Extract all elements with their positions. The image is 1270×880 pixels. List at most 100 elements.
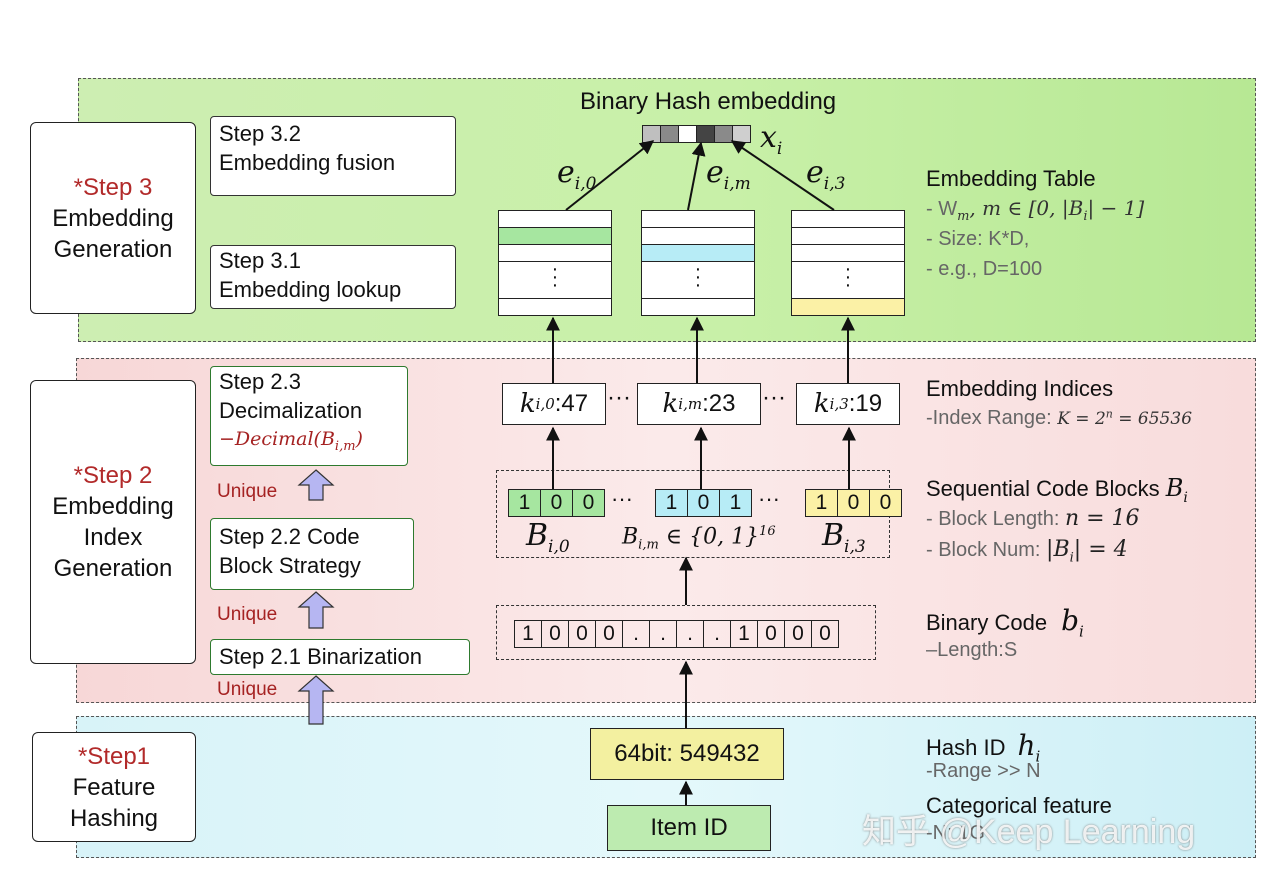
binary-code-region xyxy=(496,605,876,660)
table-row xyxy=(499,245,611,262)
block-label-3: Bi,3 xyxy=(822,518,866,557)
xi-label: xi xyxy=(760,120,782,159)
emb-l1-end: | − 1] xyxy=(1087,196,1145,220)
code-blocks-title-text: Sequential Code Blocks xyxy=(926,476,1166,501)
block-length: - Block Length: n = 16 xyxy=(926,506,1140,531)
bit: 0 xyxy=(838,490,870,516)
arrow-e0 xyxy=(565,140,655,211)
decimal-formula: −Decimal(Bi,m) xyxy=(219,425,399,461)
edge-e3-sub: i,3 xyxy=(823,174,846,194)
hash-vector-cell xyxy=(643,126,661,142)
code-blocks-title-math: B xyxy=(1165,474,1184,502)
index-range-sup: n xyxy=(1105,407,1113,421)
index-range-end: = 65536 xyxy=(1112,409,1193,429)
binary-digit: 0 xyxy=(758,621,785,647)
code-blocks-title-sub: i xyxy=(1183,489,1188,506)
decimal-formula-main: −Decimal(B xyxy=(219,428,335,450)
index-0-sub: i,0 xyxy=(535,395,555,413)
substep-2-3-line1: Step 2.3 xyxy=(219,369,301,394)
unique-up-arrow-icon xyxy=(297,591,335,629)
edge-e3-main: e xyxy=(806,155,824,190)
block-label-0: Bi,0 xyxy=(526,518,570,557)
unique-up-arrow-icon xyxy=(297,675,335,725)
bit: 1 xyxy=(806,490,838,516)
bit: 1 xyxy=(729,491,742,514)
block-ellipsis-1: ··· xyxy=(611,486,633,511)
binary-digit: . xyxy=(623,621,650,647)
binary-digit: . xyxy=(704,621,731,647)
item-id-box: Item ID xyxy=(607,805,771,851)
vertical-ellipsis-icon: ··· xyxy=(551,258,559,296)
embedding-table-m: ··· xyxy=(641,210,755,316)
index-range-label: -Index Range: xyxy=(926,407,1058,429)
substep-2-1-line1: Step 2.1 Binarization xyxy=(219,644,423,669)
emb-l1-rest: , m ∈ [0, |B xyxy=(969,196,1084,220)
block-label-m: Bi,m ∈ {0, 1}16 xyxy=(622,524,776,553)
step1-title: *Step1 xyxy=(77,742,151,770)
block-num: - Block Num: |Bi| = 4 xyxy=(926,537,1128,565)
substep-3-2: Step 3.2 Embedding fusion xyxy=(210,116,456,196)
index-m-sub: i,m xyxy=(678,395,703,413)
binary-digit: 0 xyxy=(596,621,623,647)
unique-up-arrow-icon xyxy=(297,469,335,501)
binary-digit: 0 xyxy=(569,621,596,647)
binary-digit: 0 xyxy=(785,621,812,647)
hash-id-math: h xyxy=(1017,729,1036,762)
binary-digit: . xyxy=(677,621,704,647)
step1-line1: Feature xyxy=(72,773,156,801)
index-3-k: k xyxy=(813,389,830,419)
step2-title: *Step 2 xyxy=(73,462,153,489)
table-row xyxy=(792,245,904,262)
decimal-formula-sub: i,m xyxy=(334,438,356,454)
block-length-label: - Block Length: xyxy=(926,508,1065,530)
index-0-value: :47 xyxy=(554,390,589,417)
hash-id-title-text: Hash ID xyxy=(926,735,1006,760)
substep-2-1: Step 2.1 Binarization xyxy=(210,639,470,675)
table-row xyxy=(792,211,904,228)
embedding-table-3: ··· xyxy=(791,210,905,316)
bit: 0 xyxy=(582,491,595,514)
substep-2-2-line1: Step 2.2 Code xyxy=(219,524,360,549)
table-row-highlight xyxy=(642,245,754,262)
binary-code-sub: i xyxy=(1079,622,1084,641)
block-label-m-main: B xyxy=(622,524,639,550)
block-num-label: - Block Num: xyxy=(926,539,1047,561)
hash-vector-cell xyxy=(679,126,697,142)
xi-sub: i xyxy=(776,139,783,159)
step2-line3: Generation xyxy=(53,555,173,582)
table-row xyxy=(499,211,611,228)
edge-label-em: ei,m xyxy=(706,155,751,194)
step3-line1: Embedding xyxy=(52,204,174,232)
bit: 0 xyxy=(541,490,573,516)
decimal-formula-end: ) xyxy=(355,428,363,450)
embedding-table-size: - Size: K*D, xyxy=(926,228,1030,250)
bit: 0 xyxy=(879,491,892,514)
index-3-value: :19 xyxy=(848,390,883,417)
arrow-em xyxy=(687,141,706,211)
block-label-m-sub: i,m xyxy=(638,537,659,553)
block-num-end: | = 4 xyxy=(1073,537,1128,562)
vertical-ellipsis-icon: ··· xyxy=(844,258,852,296)
index-0-k: k xyxy=(519,389,536,419)
table-row xyxy=(499,298,611,315)
block-length-math: n = 16 xyxy=(1064,506,1140,531)
block-label-3-sub: i,3 xyxy=(844,537,866,557)
block-num-math: |B xyxy=(1046,537,1070,562)
bit: 0 xyxy=(688,490,720,516)
binary-digit: 1 xyxy=(731,621,758,647)
vertical-ellipsis-icon: ··· xyxy=(694,258,702,296)
step2-box: *Step 2 Embedding Index Generation xyxy=(30,380,196,664)
edge-em-main: e xyxy=(706,155,724,190)
substep-2-2: Step 2.2 Code Block Strategy xyxy=(210,518,414,590)
hash-vector-cell xyxy=(733,126,750,142)
block-label-m-rest: ∈ {0, 1} xyxy=(658,524,760,550)
